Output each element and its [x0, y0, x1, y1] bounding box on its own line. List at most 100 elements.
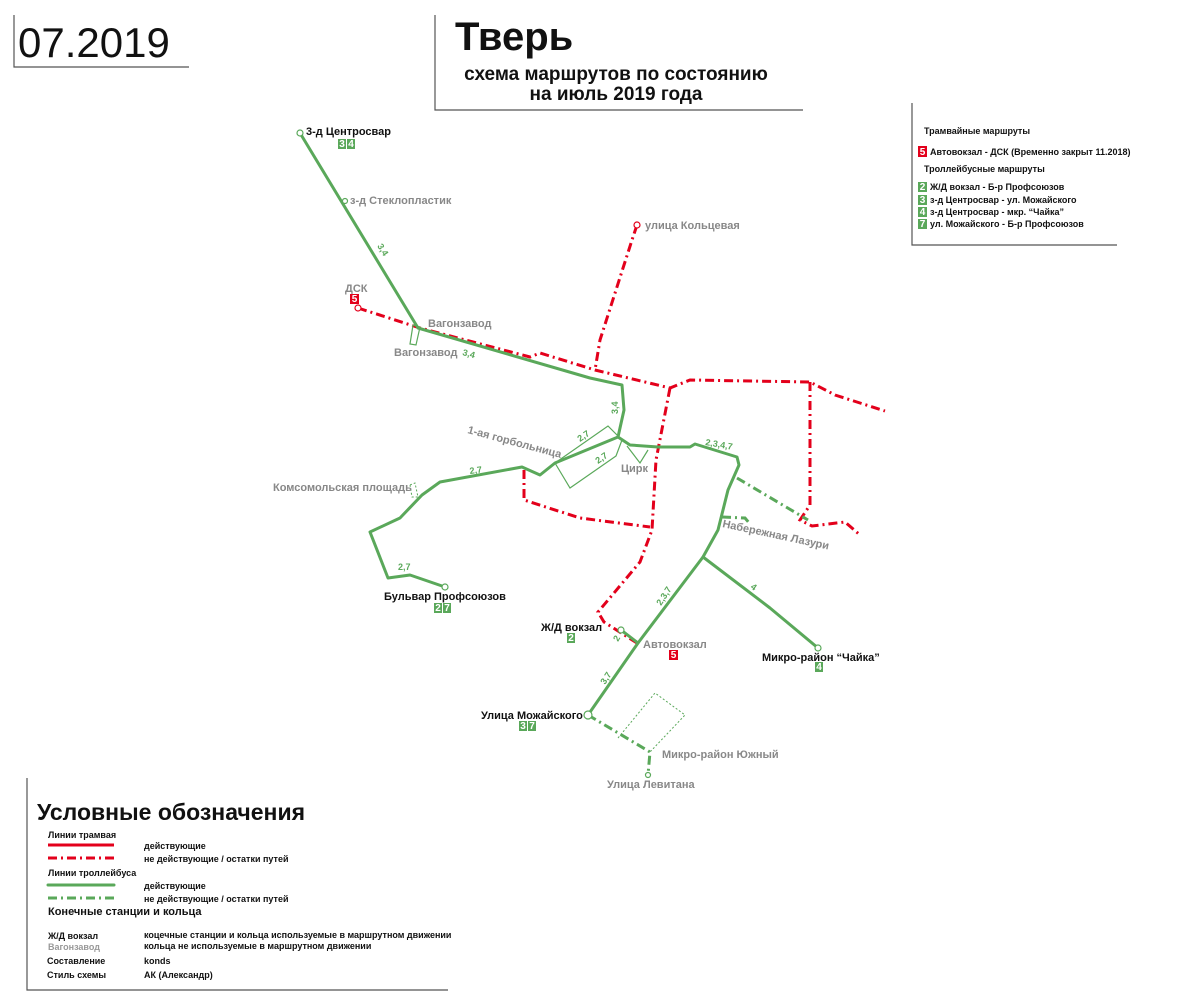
route-badge: [528, 721, 536, 731]
map-label: 3: [339, 139, 345, 150]
map-label: Составление: [47, 956, 105, 966]
legend-title: Условные обозначения: [37, 799, 305, 825]
station-avtovokzal: Автовокзал: [643, 639, 707, 651]
route-line: [797, 382, 861, 537]
terminal-loop-marker: [296, 129, 304, 137]
station-yuzhny: Микро-район Южный: [662, 749, 779, 761]
route-badge: [918, 182, 927, 192]
station-koltsevaya: улица Кольцевая: [645, 220, 740, 232]
title-box: Тверь схема маршрутов по состоянию на ию…: [434, 15, 803, 111]
route-line: [26, 778, 448, 991]
map-label: 5: [671, 650, 677, 661]
station-komsomolskaya: Комсомольская площадь: [273, 482, 412, 494]
map-label: konds: [144, 956, 171, 966]
route-line: [296, 129, 822, 779]
route-badge: [669, 650, 678, 660]
map-label: 3,4: [461, 347, 476, 360]
map-label: 2: [435, 603, 441, 614]
map-label: 5: [352, 294, 358, 305]
route-line: [593, 224, 639, 371]
map-label: 2,3,7: [654, 585, 673, 607]
station-cirk: Цирк: [621, 463, 649, 475]
route-line: [522, 470, 651, 529]
map-label: 7: [444, 603, 450, 614]
route-badge: [918, 195, 927, 205]
map-label: действующие: [144, 881, 206, 891]
terminal-loop-marker: [814, 644, 822, 652]
route-badge: [815, 662, 823, 672]
map-label: Ж/Д вокзал: [47, 931, 98, 941]
trolley-route-4: з-д Центросвар - мкр. “Чайка”: [930, 207, 1064, 217]
route-line: [596, 387, 672, 645]
map-label: 7: [529, 721, 535, 732]
route-line: [13, 15, 189, 68]
map-label: 2,3,4,7: [705, 437, 734, 452]
map-label: 7: [920, 219, 926, 230]
station-gorbolnitsa: 1-ая горбольница: [466, 424, 563, 461]
route-badge: [567, 633, 575, 643]
route-line: [434, 15, 803, 111]
station-zhd: Ж/Д вокзал: [540, 622, 602, 634]
map-label: АК (Александр): [144, 970, 213, 980]
trolley-route-3: з-д Центросвар - ул. Можайского: [930, 195, 1077, 205]
map-label: действующие: [144, 841, 206, 851]
map-label: 2: [611, 634, 622, 643]
station-centrosvar: 3-д Центросвар: [306, 126, 391, 138]
route-line: [554, 425, 623, 489]
route-line: [354, 221, 641, 312]
tram-lines: [357, 224, 886, 645]
route-badge: [519, 721, 527, 731]
route-line: [587, 713, 652, 776]
station-mozhayskogo: Улица Можайского: [481, 710, 583, 722]
terminal-loop-marker: [644, 771, 652, 779]
line-route-labels: 3,4 3,4 3,4 2,7 2,7 2,7 2,3,4,7 2,7 2,3,…: [375, 242, 758, 686]
trolley-route-7: ул. Можайского - Б-р Профсоюзов: [930, 219, 1084, 229]
route-line: [701, 555, 820, 650]
station-vagonzavod-1: Вагонзавод: [428, 318, 491, 330]
route-line: [626, 445, 649, 465]
map-label: не действующие / остатки путей: [144, 894, 288, 904]
map-label: Линии трамвая: [48, 830, 116, 840]
route-line: [368, 435, 620, 589]
map-label: 3: [520, 721, 526, 732]
route-line: [911, 103, 1117, 246]
route-badge: [443, 603, 451, 613]
station-vagonzavod-2: Вагонзавод: [394, 347, 457, 359]
route-line: [357, 306, 886, 413]
map-legend: Условные обозначения Линии трамвая дейст…: [26, 778, 451, 991]
map-label: Вагонзавод: [48, 942, 100, 952]
terminal-loop-marker: [441, 583, 449, 591]
terminal-loop-marker: [341, 197, 349, 205]
route-line: [409, 324, 421, 346]
city-title: Тверь: [455, 15, 573, 59]
map-label: 2,7: [593, 450, 609, 465]
map-label: 2,7: [398, 562, 411, 572]
map-label: 3,4: [375, 242, 390, 258]
map-label: 2: [568, 633, 574, 644]
map-label: Конечные станции и кольца: [48, 906, 202, 918]
map-label: Линии троллейбуса: [48, 868, 137, 878]
trolley-lines: [296, 129, 822, 779]
map-label: кольца не используемые в маршрутном движ…: [144, 941, 371, 951]
map-label: 4: [749, 581, 759, 592]
badge-5: [918, 146, 927, 157]
map-label: 3,4: [610, 401, 620, 414]
tram-route-5: Автовокзал - ДСК (Временно закрыт 11.201…: [930, 147, 1131, 157]
route-badge: [338, 139, 346, 149]
station-bulvar: Бульвар Профсоюзов: [384, 591, 506, 603]
route-line: [617, 692, 686, 753]
stations: 3-д Центросвар 3 4 з-д Стеклопластик ДСК…: [273, 126, 880, 791]
map-label: 5: [920, 147, 926, 158]
route-line: 2 Ж/Д вокзал - Б-р Профсоюзов 3 з-д Цент…: [918, 182, 1084, 230]
route-line: [409, 482, 419, 498]
station-dsk: ДСК: [345, 283, 368, 295]
route-badge: [350, 294, 359, 304]
map-label: Стиль схемы: [47, 970, 106, 980]
trolley-routes-heading: Троллейбусные маршруты: [924, 164, 1045, 174]
map-label: 2,7: [575, 428, 591, 443]
station-naberezhnaya: Набережная Лазури: [721, 518, 830, 552]
map-label: коцечные станции и кольца используемые в…: [144, 930, 451, 940]
route-badge: [434, 603, 442, 613]
subtitle-2: на июль 2019 года: [530, 84, 703, 105]
terminal-loop-marker: [354, 304, 362, 312]
